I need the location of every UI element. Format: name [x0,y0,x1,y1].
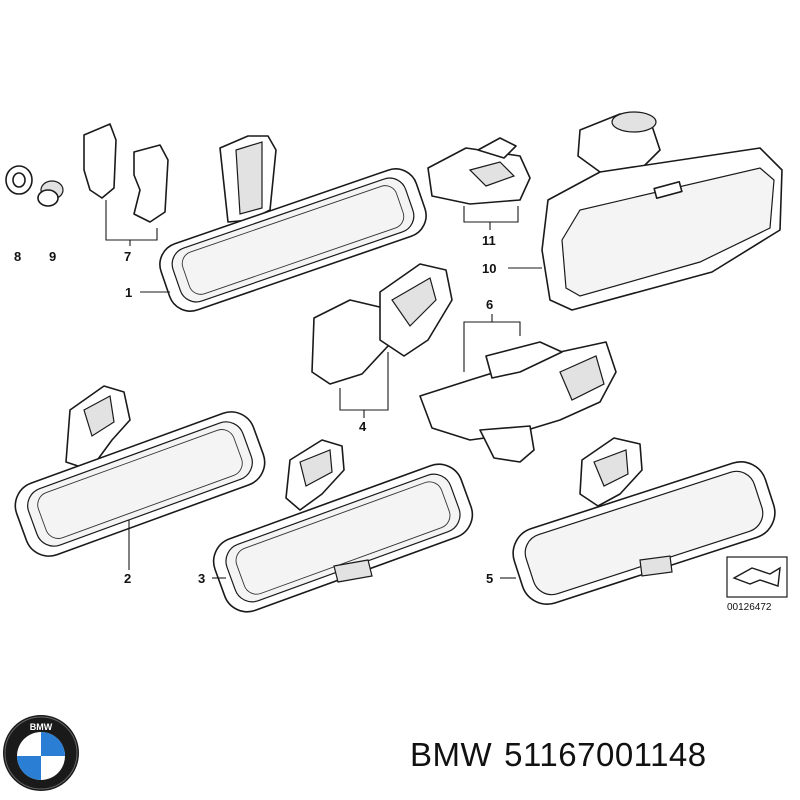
callout-5: 5 [486,571,493,586]
part-3-mirror [212,439,474,613]
leader-7 [105,200,158,246]
logo-letters: BMW [30,722,53,732]
callout-2: 2 [124,571,131,586]
part-11-clip [427,137,531,205]
part-7-covers [83,123,169,223]
part-9-plug [37,180,64,207]
callout-6: 6 [486,297,493,312]
part-2-mirror [14,385,266,557]
callout-4: 4 [359,419,367,434]
reference-number: 00126472 [727,602,772,613]
leader-4 [339,352,389,418]
callout-10: 10 [482,261,496,276]
reference-box [726,556,788,598]
callout-1: 1 [125,285,132,300]
callout-11: 11 [482,233,496,248]
arrow-icon [732,566,781,587]
part-number: 51167001148 [504,736,707,773]
part-8-washer [5,165,33,195]
callout-7: 7 [124,249,131,264]
brand-line: BMW 51167001148 [410,736,719,774]
part-10-mirror-housing [541,111,783,311]
brand-name: BMW [410,736,493,773]
leader-11 [463,206,519,230]
part-5-mirror [512,437,776,605]
callout-9: 9 [49,249,56,264]
part-4-cover [311,263,453,385]
callout-3: 3 [198,571,205,586]
leader-6 [463,314,521,372]
part-1-mirror [159,135,427,312]
callout-8: 8 [14,249,21,264]
part-6-cover-assembly [419,341,617,463]
bmw-logo: BMW [3,715,79,791]
